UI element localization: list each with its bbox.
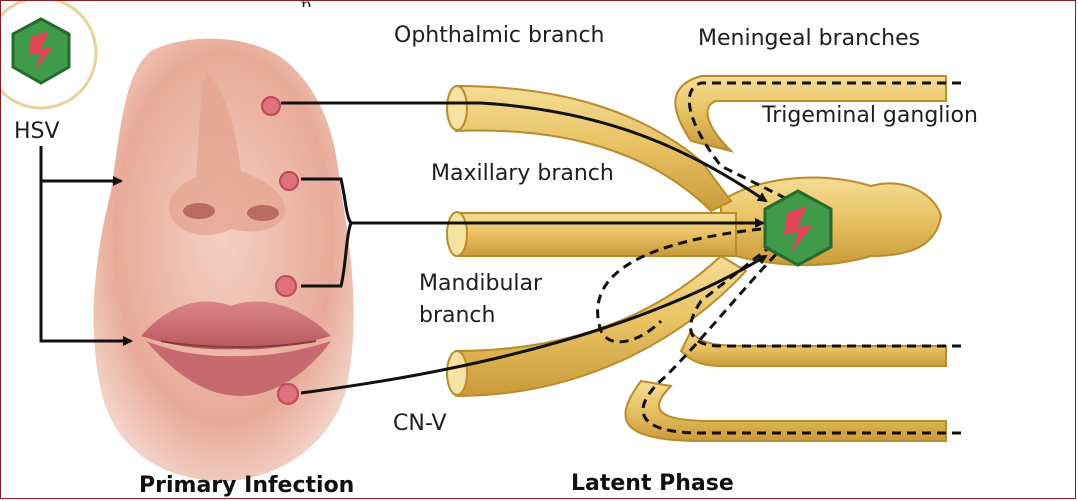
latent-phase-caption: Latent Phase [571,471,734,496]
latent-virus-icon [765,191,831,265]
hsv-label: HSV [14,119,60,144]
ophthalmic-branch-label: Ophthalmic branch [394,23,605,48]
trigeminal-ganglion-label: Trigeminal ganglion [762,103,978,128]
mandibular-branch-label-line2: branch [419,303,495,328]
face-illustration [94,39,354,481]
hsv-virus-icon [1,1,96,108]
cn-v-label: CN-V [393,411,447,436]
trigeminal-nerve-illustration [447,76,961,441]
maxillary-branch-label: Maxillary branch [431,161,614,186]
meningeal-branches-label: Meningeal branches [698,26,920,51]
primary-infection-caption: Primary Infection [139,473,354,498]
mandibular-branch-label-line1: Mandibular [419,271,542,296]
